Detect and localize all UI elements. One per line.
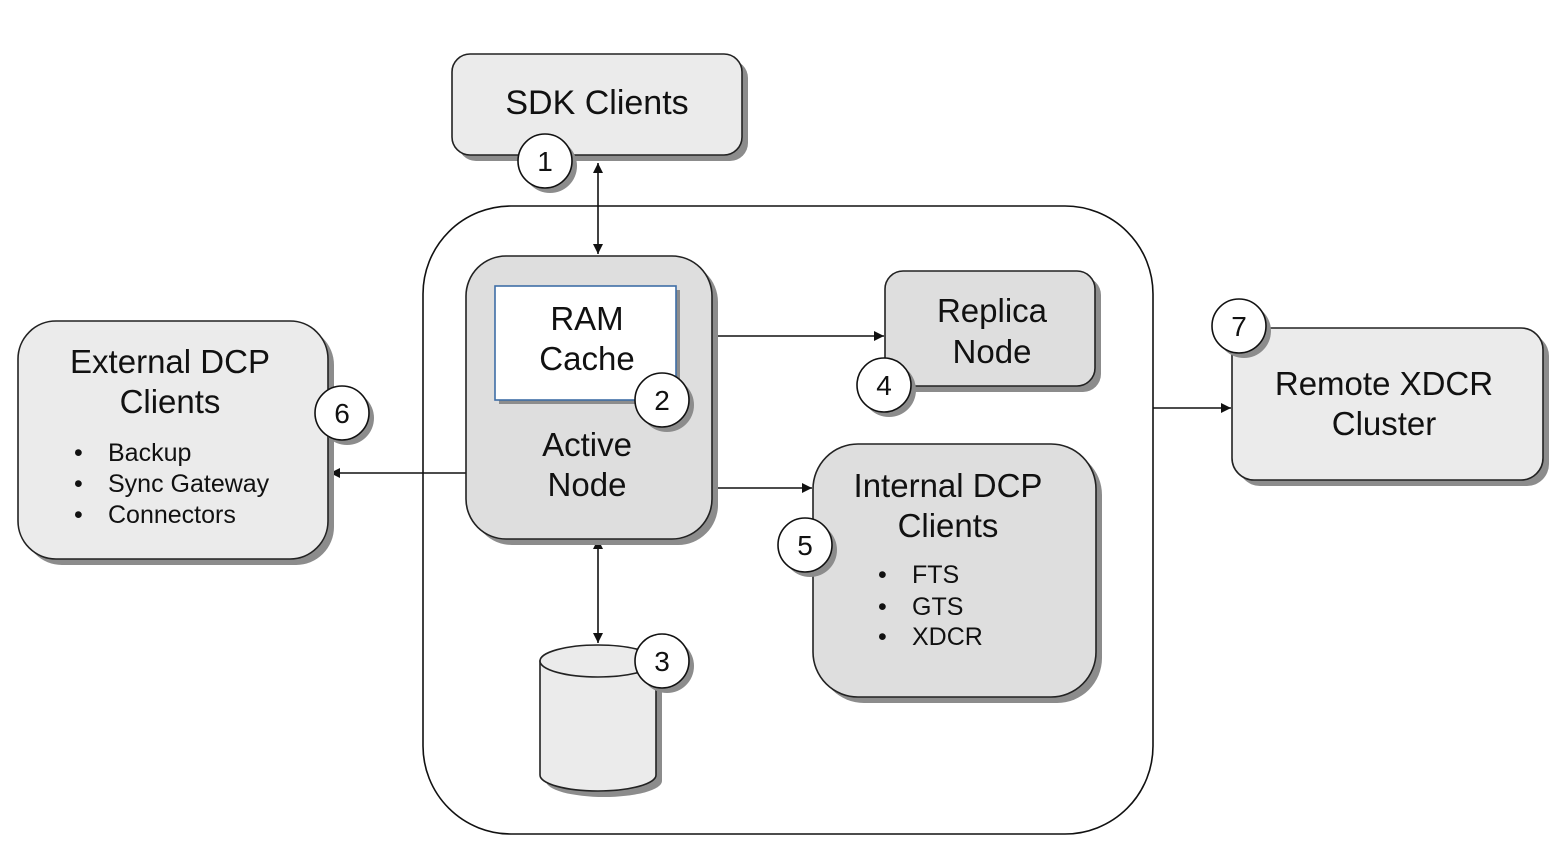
replica-node-label-line2: Node	[953, 333, 1032, 370]
internal-dcp-label-line1: Internal DCP	[854, 467, 1043, 504]
internal-dcp-label-line2: Clients	[898, 507, 999, 544]
internal-dcp-bullet: •	[878, 623, 887, 651]
external-dcp-item-sync-gateway: Sync Gateway	[108, 470, 270, 498]
replica-node-label-line1: Replica	[937, 292, 1048, 329]
marker-4: 4	[856, 357, 916, 417]
marker-circle	[777, 517, 833, 573]
ram-cache-label-line2: Cache	[539, 340, 634, 377]
marker-circle	[314, 385, 370, 441]
active-node-label-line1: Active	[542, 426, 632, 463]
cluster-boundary	[422, 205, 1154, 835]
sdk-clients-box: SDK Clients	[451, 53, 748, 161]
ram-cache-label-line1: RAM	[550, 300, 623, 337]
marker-5: 5	[777, 517, 837, 577]
marker-number: 6	[334, 398, 350, 429]
active-node-box: RAM Cache Active Node	[465, 255, 718, 545]
marker-7: 7	[1211, 298, 1271, 358]
disk-body	[539, 660, 657, 792]
external-dcp-label-line1: External DCP	[70, 343, 270, 380]
internal-dcp-item-gts: GTS	[912, 593, 963, 621]
remote-xdcr-label-line2: Cluster	[1332, 405, 1437, 442]
marker-2: 2	[634, 372, 694, 432]
ram-cache-box: RAM Cache	[494, 285, 680, 404]
external-dcp-bullet: •	[74, 470, 83, 498]
marker-circle	[634, 372, 690, 428]
external-dcp-bullet: •	[74, 439, 83, 467]
database-cylinder-icon	[539, 644, 662, 797]
internal-dcp-clients-box: Internal DCP Clients • FTS • GTS • XDCR	[812, 443, 1102, 703]
marker-circle	[856, 357, 912, 413]
marker-number: 5	[797, 530, 813, 561]
internal-dcp-bullet: •	[878, 593, 887, 621]
external-dcp-clients-box: External DCP Clients • Backup • Sync Gat…	[17, 320, 334, 565]
marker-6: 6	[314, 385, 374, 445]
marker-circle	[517, 133, 573, 189]
marker-circle	[1211, 298, 1267, 354]
sdk-clients-label: SDK Clients	[505, 84, 688, 122]
external-dcp-bullet: •	[74, 501, 83, 529]
replica-node-box: Replica Node	[884, 270, 1101, 392]
remote-xdcr-body	[1231, 327, 1544, 481]
marker-3: 3	[634, 633, 694, 693]
marker-number: 7	[1231, 311, 1247, 342]
marker-number: 4	[876, 370, 892, 401]
external-dcp-label-line2: Clients	[120, 383, 221, 420]
active-node-label-line2: Node	[548, 466, 627, 503]
marker-circle	[634, 633, 690, 689]
internal-dcp-item-xdcr: XDCR	[912, 623, 983, 651]
replica-node-body	[884, 270, 1096, 387]
internal-dcp-item-fts: FTS	[912, 561, 959, 589]
internal-dcp-bullet: •	[878, 561, 887, 589]
marker-number: 1	[537, 146, 553, 177]
external-dcp-item-connectors: Connectors	[108, 501, 236, 529]
external-dcp-body	[17, 320, 329, 560]
marker-number: 2	[654, 385, 670, 416]
marker-1: 1	[517, 133, 577, 193]
external-dcp-item-backup: Backup	[108, 439, 191, 467]
remote-xdcr-label-line1: Remote XDCR	[1275, 365, 1493, 402]
sdk-clients-body	[451, 53, 743, 156]
marker-number: 3	[654, 646, 670, 677]
remote-xdcr-cluster-box: Remote XDCR Cluster	[1231, 327, 1549, 486]
